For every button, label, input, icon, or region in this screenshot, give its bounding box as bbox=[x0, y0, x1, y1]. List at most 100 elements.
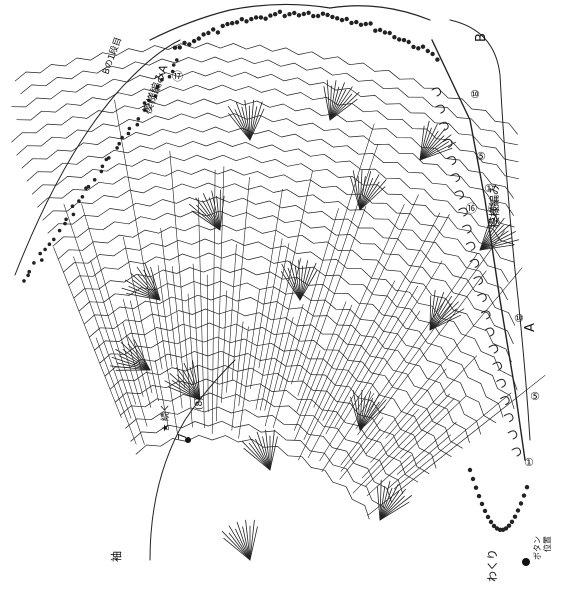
mesh-row bbox=[38, 169, 509, 282]
chain-dot bbox=[321, 12, 325, 16]
chain-dot bbox=[230, 21, 234, 25]
circled-num: ① bbox=[524, 456, 534, 469]
mesh-spoke bbox=[74, 257, 132, 419]
mesh-spoke bbox=[82, 204, 148, 426]
fan-stitch bbox=[330, 92, 359, 120]
chain-dot bbox=[407, 40, 411, 44]
edge-hook bbox=[455, 191, 464, 199]
mesh-spoke bbox=[394, 393, 511, 489]
mesh-row bbox=[100, 337, 452, 457]
edge-hook bbox=[485, 328, 494, 336]
chain-dot bbox=[254, 15, 258, 19]
chain-dot bbox=[216, 30, 220, 34]
fan-stitch bbox=[270, 430, 274, 470]
label-edge: わくり bbox=[486, 549, 499, 582]
chain-dot bbox=[273, 12, 277, 16]
chain-dot bbox=[26, 274, 30, 278]
chain-dot bbox=[81, 195, 85, 199]
chain-dot bbox=[507, 524, 511, 528]
chain-dot bbox=[244, 19, 248, 23]
chain-dot bbox=[330, 15, 334, 19]
chain-dot bbox=[263, 17, 267, 21]
mesh-row bbox=[48, 197, 515, 325]
chain-dot bbox=[77, 199, 81, 203]
label-sleeve: 袖 bbox=[109, 551, 123, 562]
mesh-spoke bbox=[130, 301, 152, 393]
chain-dot bbox=[349, 21, 353, 25]
chain-dot bbox=[197, 36, 201, 40]
chain-dot bbox=[480, 502, 484, 506]
mesh-spoke bbox=[64, 204, 144, 444]
chain-dot bbox=[172, 63, 176, 67]
chain-dot bbox=[72, 213, 76, 217]
chain-dot bbox=[211, 27, 215, 31]
label-attach: ★ 続く bbox=[159, 403, 171, 432]
edge-hook bbox=[504, 414, 513, 422]
fan-stitch bbox=[250, 527, 257, 560]
mesh-spoke bbox=[265, 317, 293, 426]
mesh-spoke bbox=[115, 100, 163, 369]
mesh-spoke bbox=[353, 394, 450, 493]
chain-dot bbox=[435, 57, 439, 61]
fan-stitch bbox=[131, 273, 161, 300]
chain-dot bbox=[136, 123, 140, 127]
chain-dot bbox=[516, 508, 520, 512]
fan-stitch bbox=[360, 407, 385, 430]
fan-stitch bbox=[250, 520, 254, 560]
edge-hook bbox=[451, 174, 460, 182]
mesh-spoke bbox=[323, 281, 395, 421]
label-a: A bbox=[523, 323, 538, 332]
chain-dot bbox=[235, 20, 239, 24]
mesh-row bbox=[17, 85, 519, 179]
mesh-spoke bbox=[371, 409, 419, 462]
chain-dot bbox=[52, 238, 56, 242]
edge-hook bbox=[447, 157, 456, 165]
circled-num: ① bbox=[484, 182, 494, 195]
chain-dots bbox=[22, 10, 529, 532]
mesh-spoke bbox=[232, 322, 243, 431]
chain-dot bbox=[101, 165, 105, 169]
chain-dot bbox=[311, 14, 315, 18]
mesh-spoke bbox=[356, 311, 420, 411]
chain-dot bbox=[168, 75, 172, 79]
edge-hook bbox=[466, 242, 475, 250]
circled-num: ⑩ bbox=[470, 88, 480, 101]
chain-dot bbox=[402, 38, 406, 42]
chain-dot bbox=[173, 46, 177, 50]
chain-dot bbox=[278, 10, 282, 14]
chain-dot bbox=[325, 13, 329, 17]
mesh-spoke bbox=[239, 289, 260, 438]
chain-dot bbox=[306, 11, 310, 15]
mesh-row bbox=[15, 43, 517, 134]
chain-dot bbox=[471, 477, 475, 481]
chain-dot bbox=[32, 261, 36, 265]
mesh-spoke bbox=[341, 271, 486, 465]
chain-dot bbox=[178, 45, 182, 49]
chain-dot bbox=[430, 52, 434, 56]
mesh-spoke bbox=[365, 398, 454, 486]
chain-dot bbox=[268, 13, 272, 17]
mesh-row bbox=[53, 211, 513, 344]
chain-dot bbox=[392, 35, 396, 39]
chain-dot bbox=[128, 127, 132, 131]
chain-dot bbox=[416, 46, 420, 50]
chain-dot bbox=[40, 258, 44, 262]
chain-dot bbox=[378, 28, 382, 32]
chain-dot bbox=[58, 229, 62, 233]
chain-dot bbox=[486, 515, 490, 519]
fan-stitch bbox=[377, 486, 380, 520]
chain-dot bbox=[426, 49, 430, 53]
chain-dot bbox=[48, 242, 52, 246]
circled-num: ⑰ bbox=[172, 70, 183, 83]
chain-dot bbox=[397, 37, 401, 41]
mesh-row bbox=[12, 71, 519, 162]
chain-dot bbox=[340, 18, 344, 22]
edge-hook bbox=[463, 225, 472, 233]
mesh-spoke bbox=[221, 291, 226, 403]
chain-dot bbox=[525, 485, 529, 489]
chain-dot bbox=[345, 17, 349, 21]
chain-dot bbox=[221, 24, 225, 28]
chain-dot bbox=[87, 185, 91, 189]
chain-dot bbox=[137, 117, 141, 121]
right-panel-edge bbox=[432, 40, 525, 460]
